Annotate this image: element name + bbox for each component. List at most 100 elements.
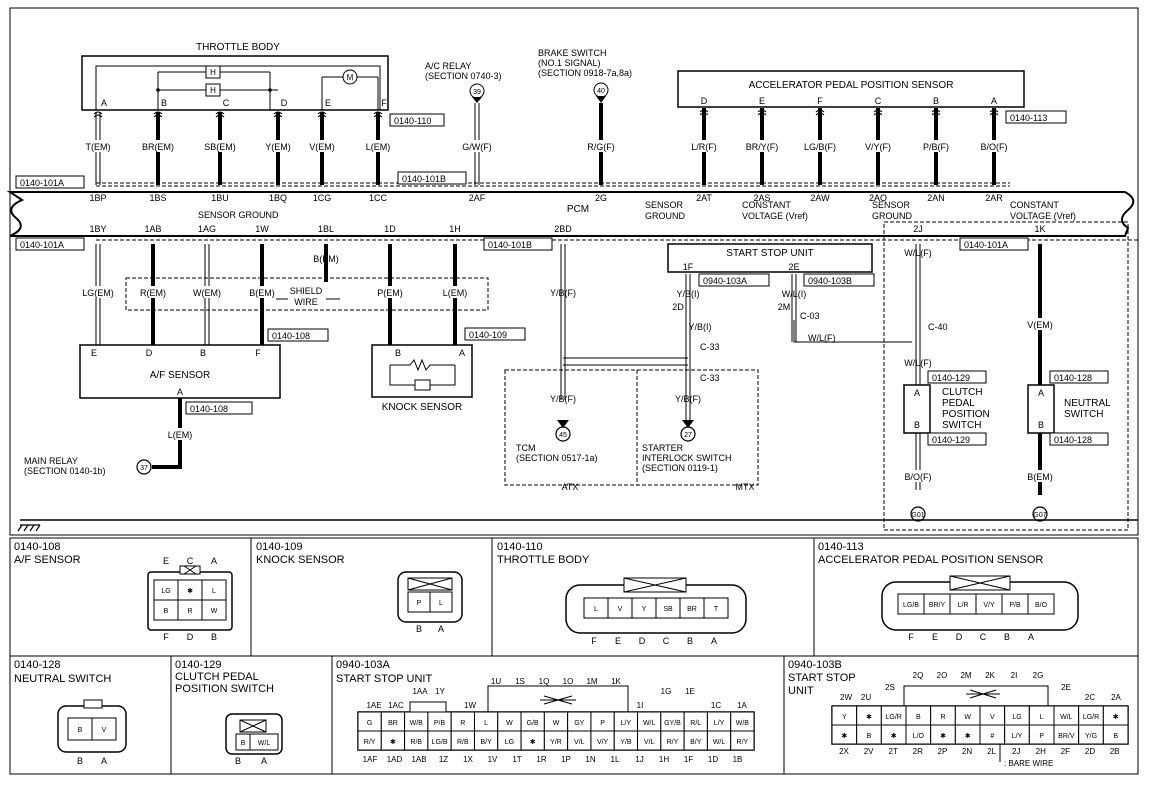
pin-letter: D	[701, 96, 708, 106]
label: 2J	[1012, 747, 1020, 756]
label: C-33	[700, 342, 720, 352]
label: 2V	[864, 747, 874, 756]
label: 2X	[839, 747, 849, 756]
pin-color: LG/R	[1083, 714, 1099, 721]
label: W/L(I)	[782, 289, 807, 299]
label: 1AC	[388, 701, 404, 710]
connector-code: 0140-101A	[20, 240, 64, 250]
pin-color: W/B	[736, 720, 750, 727]
label: C-03	[800, 311, 820, 321]
pin-terminal	[873, 109, 883, 116]
connector-code: 0940-103A	[703, 276, 747, 286]
label: B(EM)	[1027, 472, 1053, 482]
connector-tag	[483, 237, 553, 251]
label-bg	[968, 140, 1020, 152]
pin-color: Y	[842, 714, 847, 721]
label: 2F	[1061, 747, 1070, 756]
wire-color-label: L/R(F)	[691, 142, 717, 152]
label: H	[210, 86, 216, 95]
pin-terminal	[989, 109, 999, 116]
label: 1F	[683, 262, 694, 272]
label: 39	[473, 89, 481, 96]
label: NEUTRAL SWITCH	[14, 673, 111, 685]
pin-color: R/B	[457, 739, 469, 746]
wire-color-label: LG(EM)	[82, 288, 114, 298]
connector-code: 0940-103B	[808, 276, 852, 286]
pin-color: R/B	[410, 739, 422, 746]
pcm-pin: 2AW	[810, 193, 830, 203]
pcm-pin: 1K	[1034, 224, 1045, 234]
label: ATX	[562, 482, 579, 492]
label-bg	[577, 140, 625, 152]
pin-terminal	[931, 109, 941, 116]
label: 2U	[861, 693, 871, 702]
connector-tag	[1005, 110, 1067, 124]
wire-color-label: P(EM)	[377, 288, 403, 298]
pin-color: L/Y	[714, 720, 725, 727]
pin-color: B	[1113, 733, 1118, 740]
label: B	[1004, 632, 1010, 642]
atx-mtx-box	[504, 369, 759, 486]
wire-color-label: LG/B(F)	[804, 142, 836, 152]
connector-tag	[15, 175, 85, 189]
pin-color: B/Y	[690, 739, 702, 746]
starter-ref	[680, 426, 696, 442]
wire-color-label: G/W(F)	[462, 142, 492, 152]
label-bg	[910, 140, 962, 152]
connector-latch	[83, 699, 103, 709]
label: A	[1038, 388, 1044, 398]
ref-number: G07	[1033, 512, 1046, 519]
label: F	[163, 632, 169, 642]
label-bg	[678, 140, 730, 152]
throttle-body-title: THROTTLE BODY	[196, 42, 280, 53]
label: 1F	[684, 755, 693, 764]
wire-color-label: SB(EM)	[204, 142, 236, 152]
label: B	[914, 420, 920, 430]
pcm-pin: 2AS	[753, 193, 770, 203]
label-bg	[453, 140, 501, 152]
label: M	[347, 73, 354, 82]
pin-color: R	[460, 720, 465, 727]
pcm-pin: 2AT	[696, 193, 712, 203]
connector-code: 0140-108	[272, 331, 310, 341]
pin-color: V/Y	[597, 739, 609, 746]
connector-code: 0140-101B	[402, 174, 446, 184]
label: (SECTION 0740-3)	[425, 71, 502, 81]
connector-code: 0140-128	[1054, 435, 1092, 445]
pin-color: B	[164, 608, 169, 615]
label: START STOP UNIT	[336, 673, 432, 685]
pin-color: LG/B	[432, 739, 448, 746]
pin-color: P	[1039, 733, 1044, 740]
latch-x-icon	[407, 577, 453, 591]
connector-tag	[698, 273, 770, 287]
pcm-pin: 1AG	[198, 224, 216, 234]
label-bg	[736, 140, 788, 152]
wire-color-label: B(EM)	[249, 288, 275, 298]
label: 2P	[938, 747, 948, 756]
pin-terminal	[153, 111, 163, 118]
label: 2K	[985, 671, 995, 680]
label: 1P	[561, 755, 571, 764]
pin-color: W/B	[410, 720, 424, 727]
label: 1E	[685, 687, 695, 696]
pin-letter: E	[325, 98, 331, 108]
pin-color: P/B	[1009, 602, 1021, 609]
neutral-switch-box	[1027, 384, 1055, 434]
label: Y/B(F)	[550, 288, 576, 298]
pin-cell	[201, 599, 227, 621]
latch-x-icon	[239, 719, 267, 733]
label: POSITION SWITCH	[175, 683, 274, 695]
label: 2T	[889, 747, 898, 756]
label: 2O	[937, 671, 948, 680]
pin-terminal	[373, 111, 383, 118]
label: A	[914, 388, 920, 398]
pin-cell	[249, 733, 279, 751]
label: PEDAL	[942, 398, 975, 409]
label: 1G	[661, 687, 672, 696]
pin-color: BR	[388, 720, 398, 727]
pin-cell	[1027, 593, 1055, 615]
label: 1N	[585, 755, 595, 764]
pin-color: LG/B	[903, 602, 919, 609]
label: 2M	[960, 671, 971, 680]
